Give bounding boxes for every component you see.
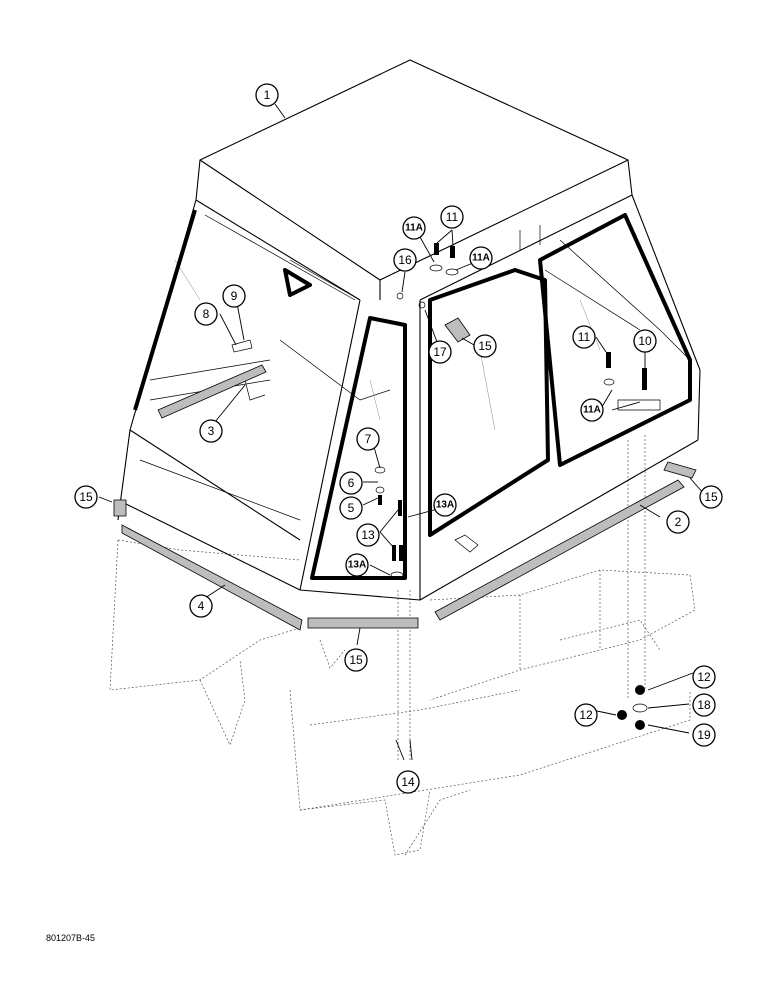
- svg-text:1: 1: [264, 88, 271, 102]
- svg-text:17: 17: [433, 345, 447, 359]
- rail-4: [121, 524, 303, 631]
- callout-12-left: 12: [574, 703, 598, 727]
- callout-4: 4: [189, 594, 213, 618]
- svg-text:11: 11: [446, 210, 459, 224]
- drawing-code: 801207B-45: [46, 933, 96, 943]
- svg-text:15: 15: [478, 339, 492, 353]
- svg-text:16: 16: [398, 253, 412, 267]
- callout-16: 16: [393, 248, 417, 272]
- svg-text:9: 9: [231, 289, 238, 303]
- callout-5: 5: [339, 496, 363, 520]
- window-seals: [133, 209, 692, 580]
- svg-text:7: 7: [365, 432, 372, 446]
- svg-text:10: 10: [638, 334, 652, 348]
- front-corner-window-seal: [310, 316, 407, 580]
- leader-lines: [98, 103, 705, 761]
- callout-18: 18: [692, 693, 716, 717]
- tractor-chassis-phantom: [109, 435, 696, 856]
- svg-text:4: 4: [198, 599, 205, 613]
- right-window-seal: [538, 213, 692, 467]
- hardware: [231, 243, 661, 730]
- callout-7: 7: [356, 427, 380, 451]
- svg-text:6: 6: [348, 476, 355, 490]
- callout-11-right: 11: [572, 325, 596, 349]
- svg-text:13A: 13A: [348, 560, 366, 571]
- callout-13a-lower: 13A: [345, 553, 369, 577]
- svg-text:8: 8: [203, 307, 210, 321]
- strip-15-left: [113, 499, 127, 517]
- svg-text:15: 15: [79, 490, 93, 504]
- left-window-seal: [133, 209, 197, 411]
- callout-15-right: 15: [699, 485, 723, 509]
- svg-text:5: 5: [348, 501, 355, 515]
- svg-text:11A: 11A: [472, 253, 490, 264]
- callout-6: 6: [339, 471, 363, 495]
- callout-19: 19: [692, 723, 716, 747]
- door-hardware: [374, 466, 404, 579]
- callout-14: 14: [396, 770, 420, 794]
- nuts-12-18-19: [617, 685, 648, 730]
- callout-8: 8: [194, 302, 218, 326]
- callout-15-left: 15: [74, 485, 98, 509]
- callout-9: 9: [222, 284, 246, 308]
- svg-text:13A: 13A: [436, 500, 454, 511]
- svg-text:13: 13: [361, 528, 375, 542]
- callout-15-top: 15: [473, 334, 497, 358]
- strip-15-right: [663, 461, 697, 479]
- callout-12-right: 12: [692, 665, 716, 689]
- bolt-11-right: [603, 352, 615, 386]
- svg-text:12: 12: [697, 670, 711, 684]
- svg-text:11A: 11A: [583, 405, 601, 416]
- rails-and-strips: [113, 317, 697, 631]
- strip-15-top: [444, 317, 471, 343]
- svg-text:3: 3: [208, 424, 215, 438]
- rail-3: [157, 364, 267, 419]
- svg-text:15: 15: [349, 653, 363, 667]
- svg-text:11: 11: [578, 330, 591, 344]
- svg-text:12: 12: [579, 708, 593, 722]
- strip-15-bottom: [307, 617, 419, 629]
- callout-17: 17: [428, 340, 452, 364]
- svg-text:14: 14: [401, 775, 415, 789]
- callout-11a-upper-left: 11A: [402, 216, 426, 240]
- callout-10: 10: [633, 329, 657, 353]
- svg-text:19: 19: [697, 728, 711, 742]
- svg-text:11A: 11A: [405, 223, 423, 234]
- bolt-11-upper: [429, 243, 459, 276]
- rear-window-seal: [283, 268, 312, 297]
- callout-15-bottom: 15: [344, 648, 368, 672]
- rail-2: [434, 479, 685, 621]
- callout-1: 1: [255, 83, 279, 107]
- callout-11-upper: 11: [440, 205, 464, 229]
- callout-13: 13: [356, 523, 380, 547]
- svg-text:2: 2: [675, 515, 682, 529]
- bolt-10: [617, 368, 661, 411]
- callout-2: 2: [666, 510, 690, 534]
- svg-text:15: 15: [704, 490, 718, 504]
- hardware-16-17: [396, 292, 426, 309]
- callout-11a-right: 11A: [580, 398, 604, 422]
- callout-11a-upper-right: 11A: [469, 246, 493, 270]
- door-window-seal: [428, 268, 550, 537]
- callout-13a-upper: 13A: [433, 493, 457, 517]
- callout-3: 3: [199, 419, 223, 443]
- hardware-8-9: [231, 339, 253, 353]
- svg-text:18: 18: [697, 698, 711, 712]
